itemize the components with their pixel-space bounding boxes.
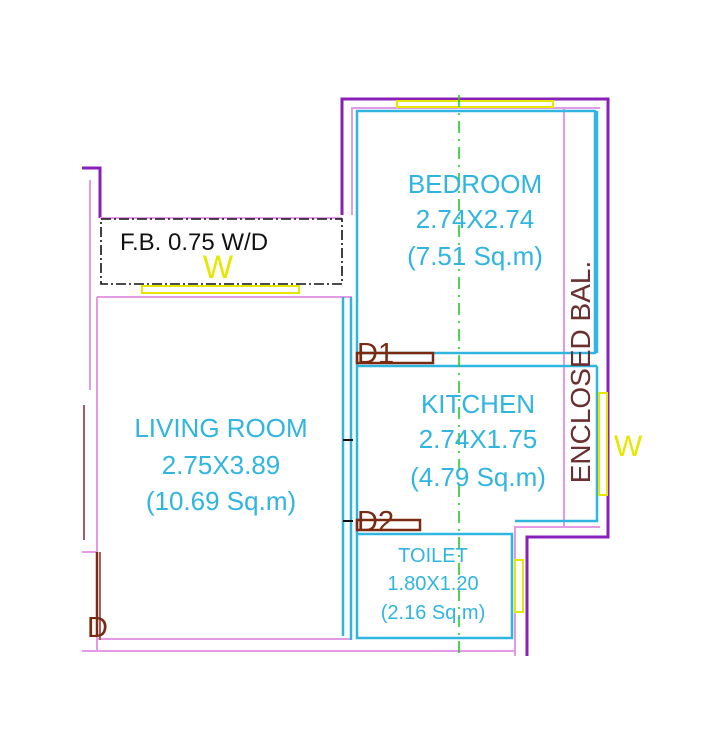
- balcony-label: ENCLOSED BAL.: [565, 261, 596, 484]
- window-marker-partial: W: [614, 430, 643, 463]
- toilet-name: TOILET: [398, 545, 468, 567]
- toilet-size: 1.80X1.20: [387, 573, 478, 595]
- toilet-label: TOILET 1.80X1.20 (2.16 Sq.m): [381, 545, 485, 624]
- dark-walls: [83, 405, 101, 640]
- window-fb: [141, 285, 300, 294]
- door-d1-leaf: [355, 351, 435, 365]
- window-marker: W: [203, 249, 234, 285]
- outer-wall-top-right: [340, 97, 610, 656]
- door-d2-leaf: [355, 518, 422, 532]
- kitchen-name: KITCHEN: [421, 389, 535, 419]
- bedroom-label: BEDROOM 2.74X2.74 (7.51 Sq.m): [407, 169, 543, 271]
- living-name: LIVING ROOM: [134, 413, 307, 443]
- window-balcony: [598, 392, 608, 496]
- kitchen-label: KITCHEN 2.74X1.75 (4.79 Sq.m): [410, 389, 546, 492]
- outer-wall-left-stub: [82, 166, 102, 218]
- fb-label: F.B. 0.75 W/D: [120, 229, 268, 256]
- bedroom-outline: [355, 109, 597, 355]
- fb-outline: [100, 218, 343, 285]
- kitchen-right-bottom: [515, 366, 599, 523]
- kitchen-area: (4.79 Sq.m): [410, 462, 546, 492]
- toilet-outline: [355, 532, 514, 640]
- doors: [95, 351, 435, 636]
- outer-walls: [82, 97, 610, 656]
- window-toilet: [514, 559, 524, 613]
- room-walls-cyan: [341, 109, 599, 640]
- living-label: LIVING ROOM 2.75X3.89 (10.69 Sq.m): [134, 413, 307, 516]
- windows: [141, 100, 608, 613]
- window-bedroom: [396, 100, 554, 108]
- living-area: (10.69 Sq.m): [146, 486, 296, 516]
- door-d1-label: D1: [357, 338, 394, 370]
- kitchen-size: 2.74X1.75: [419, 424, 538, 454]
- door-main-label: D: [87, 612, 108, 644]
- wall-ticks: [343, 439, 353, 522]
- toilet-area: (2.16 Sq.m): [381, 602, 485, 624]
- door-d2-label: D2: [357, 506, 394, 538]
- bedroom-size: 2.74X2.74: [416, 204, 535, 234]
- bedroom-area: (7.51 Sq.m): [407, 241, 543, 271]
- bedroom-name: BEDROOM: [408, 169, 542, 199]
- living-size: 2.75X3.89: [162, 450, 281, 480]
